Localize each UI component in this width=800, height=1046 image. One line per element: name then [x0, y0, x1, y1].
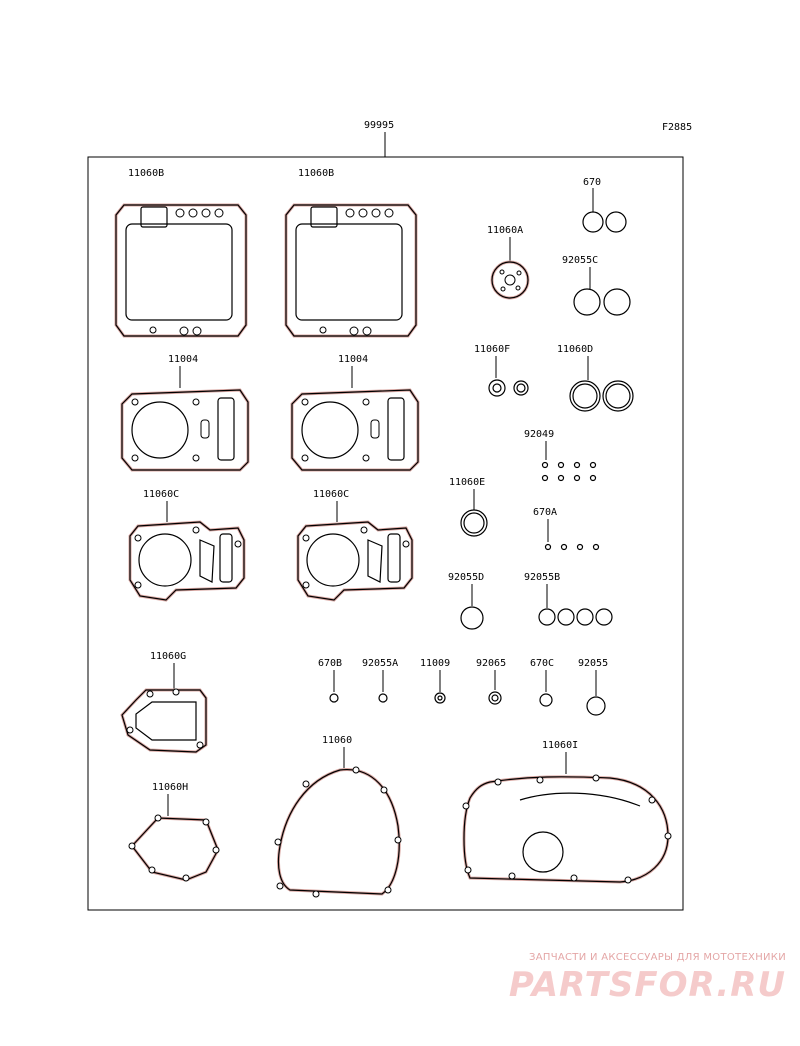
base-gasket-right[interactable]: 11060C: [296, 489, 414, 602]
watermark-tagline: ЗАПЧАСТИ И АКСЕССУАРЫ ДЛЯ МОТОТЕХНИКИ: [529, 952, 786, 963]
head-gasket-right[interactable]: 11060B: [284, 168, 418, 338]
oring-670C[interactable]: 670C: [530, 658, 554, 707]
head-gasket-left[interactable]: 11060B: [114, 168, 248, 338]
part-label-11060B-right: 11060B: [298, 168, 334, 179]
oring-92049[interactable]: 92049: [524, 429, 597, 482]
oring-92055A[interactable]: 92055A: [362, 658, 398, 703]
part-label-92055C: 92055C: [562, 255, 598, 266]
part-label-92055B: 92055B: [524, 572, 560, 583]
gasket-11060F[interactable]: 11060F: [474, 344, 529, 397]
part-label-11009: 11009: [420, 658, 450, 669]
part-label-670C: 670C: [530, 658, 554, 669]
part-label-11060I: 11060I: [542, 740, 578, 751]
part-label-11060G: 11060G: [150, 651, 186, 662]
part-label-92055A: 92055A: [362, 658, 398, 669]
gasket-11060H[interactable]: 11060H: [128, 782, 220, 882]
oring-92055C[interactable]: 92055C: [562, 255, 631, 316]
cover-gasket-11060I[interactable]: 11060I: [462, 740, 672, 884]
part-label-92055: 92055: [578, 658, 608, 669]
part-label-11004-right: 11004: [338, 354, 368, 365]
watermark: ЗАПЧАСТИ И АКСЕССУАРЫ ДЛЯ МОТОТЕХНИКИ PA…: [509, 952, 786, 1005]
part-label-670: 670: [583, 177, 601, 188]
seal-11009[interactable]: 11009: [420, 658, 450, 704]
cylinder-gasket-left[interactable]: 11004: [120, 354, 250, 472]
part-label-11060: 11060: [322, 735, 352, 746]
part-label-11060F: 11060F: [474, 344, 510, 355]
watermark-logo: PARTSFOR.RU: [508, 965, 786, 1005]
oring-670A[interactable]: 670A: [533, 507, 600, 551]
part-label-11060C-right: 11060C: [313, 489, 349, 500]
diagram-frame: [87, 156, 684, 911]
part-label-11060E: 11060E: [449, 477, 485, 488]
part-label-11004-left: 11004: [168, 354, 198, 365]
gasket-11060G[interactable]: 11060G: [120, 651, 208, 754]
oring-670B[interactable]: 670B: [318, 658, 342, 703]
part-label-92055D: 92055D: [448, 572, 484, 583]
part-label-11060B-left: 11060B: [128, 168, 164, 179]
part-label-11060C-left: 11060C: [143, 489, 179, 500]
kit-number-label: 99995: [364, 120, 394, 131]
part-label-670B: 670B: [318, 658, 342, 669]
cylinder-gasket-right[interactable]: 11004: [290, 354, 420, 472]
part-label-11060A: 11060A: [487, 225, 523, 236]
figure-id: F2885: [662, 122, 692, 133]
part-label-11060D: 11060D: [557, 344, 593, 355]
cover-gasket-11060[interactable]: 11060: [274, 735, 402, 898]
part-label-670A: 670A: [533, 507, 557, 518]
part-label-92049: 92049: [524, 429, 554, 440]
gasket-11060E[interactable]: 11060E: [449, 477, 488, 537]
oring-670[interactable]: 670: [582, 177, 627, 233]
oring-92055B[interactable]: 92055B: [524, 572, 613, 626]
gasket-11060A[interactable]: 11060A: [487, 225, 530, 300]
part-label-11060H: 11060H: [152, 782, 188, 793]
part-label-92065: 92065: [476, 658, 506, 669]
base-gasket-left[interactable]: 11060C: [128, 489, 246, 602]
oring-92055D[interactable]: 92055D: [448, 572, 484, 630]
gasket-11060D[interactable]: 11060D: [557, 344, 634, 412]
washer-92065[interactable]: 92065: [476, 658, 506, 705]
oring-92055[interactable]: 92055: [578, 658, 608, 716]
